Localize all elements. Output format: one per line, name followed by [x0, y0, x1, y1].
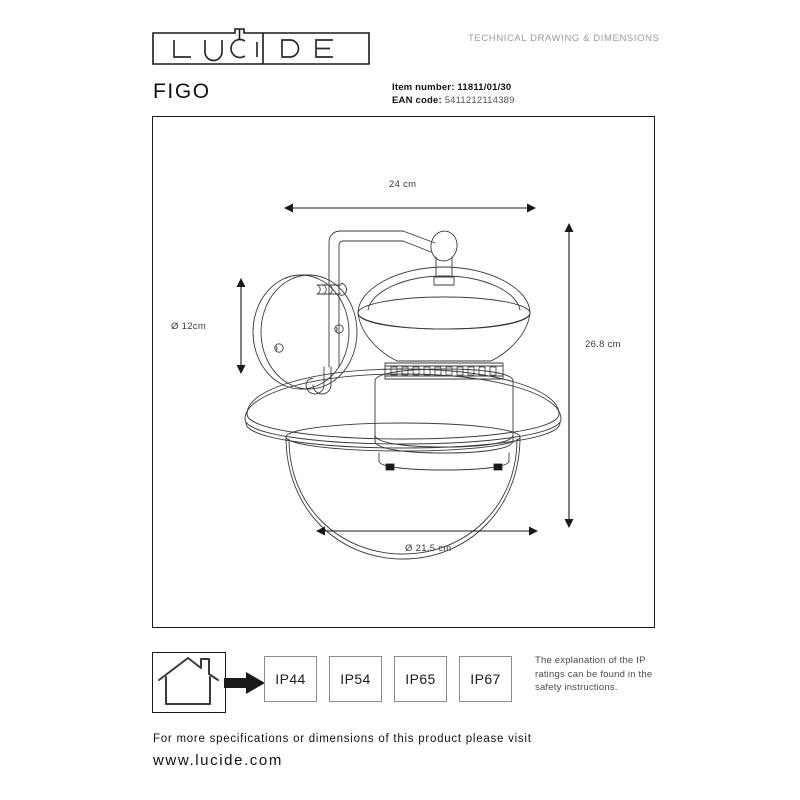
item-number-value: 11811/01/30: [457, 82, 512, 93]
house-outline-icon: [158, 657, 219, 705]
item-number-row: Item number: 11811/01/30: [392, 81, 515, 94]
header-tagline: TECHNICAL DRAWING & DIMENSIONS: [468, 33, 660, 44]
dimension-label-plate-diameter: Ø 12cm: [171, 321, 207, 332]
dimension-label-shade-diameter: Ø 21.5 cm: [405, 543, 452, 554]
ip-rating-badge[interactable]: IP44: [264, 656, 317, 702]
lamp-technical-drawing: [236, 203, 574, 560]
dimension-label-height: 26.8 cm: [585, 339, 621, 350]
ean-code-label: EAN code:: [392, 95, 442, 106]
ip-rating-badge[interactable]: IP67: [459, 656, 512, 702]
item-number-label: Item number:: [392, 82, 455, 93]
page-title: FIGO: [153, 80, 211, 103]
lucide-logo: [152, 28, 370, 66]
footer-text: For more specifications or dimensions of…: [153, 733, 532, 745]
ip-rating-note: The explanation of the IP ratings can be…: [535, 655, 653, 693]
footer-website-link[interactable]: www.lucide.com: [153, 752, 283, 769]
ip-rating-badge[interactable]: IP65: [394, 656, 447, 702]
dimension-label-width-top: 24 cm: [389, 179, 417, 190]
ip-rating-badge[interactable]: IP54: [329, 656, 382, 702]
technical-drawing-frame: 24 cm Ø 12cm 26.8 cm Ø 21.5 cm: [152, 116, 655, 628]
ean-code-row: EAN code: 5411212114389: [392, 94, 515, 107]
arrow-right-icon: [224, 672, 265, 694]
ean-code-value: 5411212114389: [444, 95, 515, 106]
product-identifiers: Item number: 11811/01/30 EAN code: 54112…: [392, 81, 515, 107]
house-icon-box: [152, 652, 226, 713]
